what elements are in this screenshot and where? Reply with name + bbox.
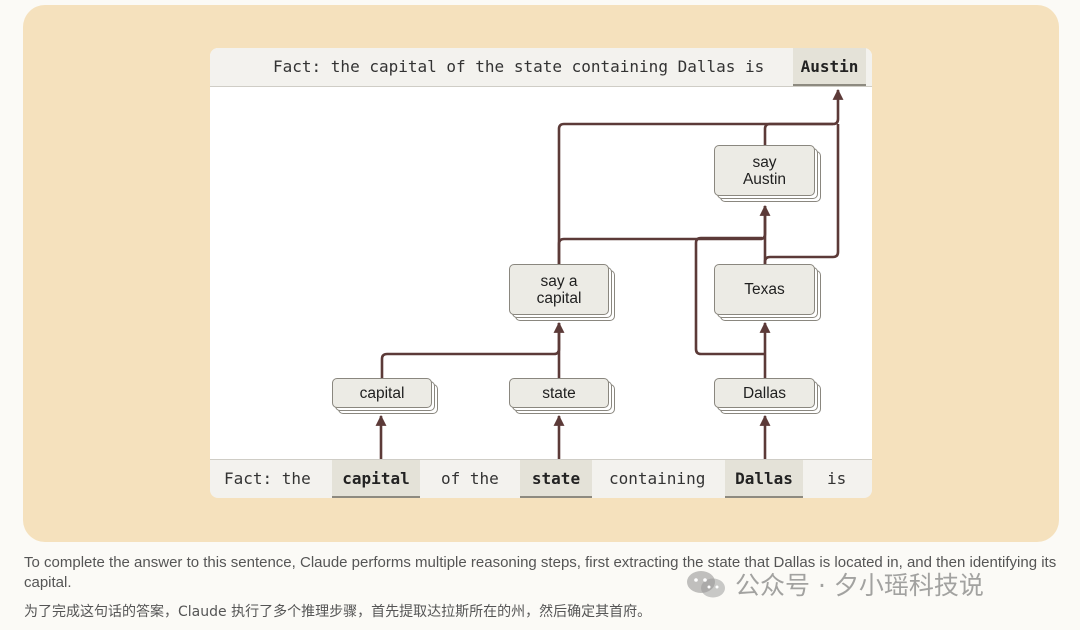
feature-node-say-a-capital: say a capital: [509, 264, 609, 315]
input-token-capital: capital: [332, 460, 420, 498]
input-token-of-the: of the: [441, 469, 499, 488]
input-token-state: state: [520, 460, 592, 498]
input-token-containing: containing: [609, 469, 706, 488]
edge-texas-to-output: [763, 124, 840, 264]
feature-node-dallas: Dallas: [714, 378, 815, 408]
watermark-text: 公众号 · 夕小瑶科技说: [735, 571, 984, 600]
input-token-fact-the: Fact: the: [224, 469, 311, 488]
input-token-is: is: [827, 469, 847, 488]
edges: [375, 88, 844, 459]
diagram-card: Fact: the capital of the state containin…: [210, 48, 872, 498]
edge-say-capital-to-say-austin: [557, 204, 771, 264]
output-sentence: Fact: the capital of the state containin…: [210, 48, 872, 87]
edge-say-austin-to-output: [763, 122, 833, 145]
wechat-icon: [687, 571, 725, 598]
feature-node-state: state: [509, 378, 609, 408]
feature-node-texas: Texas: [714, 264, 815, 315]
feature-node-capital: capital: [332, 378, 432, 408]
watermark: 公众号 · 夕小瑶科技说: [685, 566, 984, 602]
input-token-dallas: Dallas: [725, 460, 803, 498]
input-sentence: Fact: the capital of the state containin…: [210, 459, 872, 498]
caption-chinese: 为了完成这句话的答案，Claude 执行了多个推理步骤，首先提取达拉斯所在的州，…: [24, 604, 652, 620]
edge-say-capital-to-output: [557, 88, 844, 264]
edge-capital-to-say-capital: [380, 321, 565, 378]
feature-node-say-austin: say Austin: [714, 145, 815, 196]
caption-english: To complete the answer to this sentence,…: [24, 554, 1057, 591]
output-answer-token: Austin: [793, 48, 866, 86]
output-prompt-text: Fact: the capital of the state containin…: [273, 57, 765, 76]
